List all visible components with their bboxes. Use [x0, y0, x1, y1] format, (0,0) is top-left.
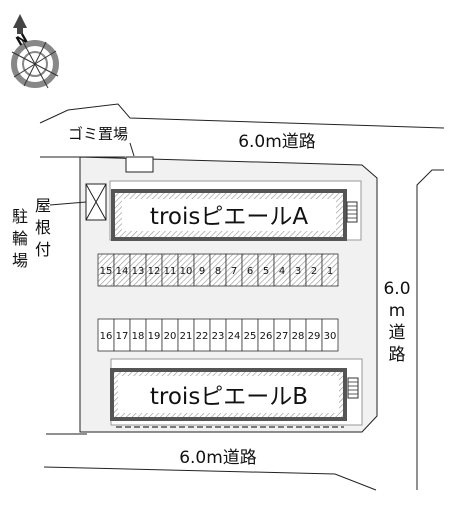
- parking-stall-number: 27: [276, 331, 289, 342]
- parking-stall-number: 4: [279, 266, 285, 277]
- parking-stall-number: 22: [196, 331, 209, 342]
- bike-parking-cross: [85, 183, 107, 221]
- compass-ring: [11, 40, 59, 88]
- parking-stall-number: 24: [228, 331, 241, 342]
- parking-stall-number: 15: [100, 266, 113, 277]
- bike-parking-label-char: 場: [12, 251, 28, 270]
- parking-stall-number: 11: [164, 266, 177, 277]
- parking-stall-number: 2: [311, 266, 317, 277]
- road-label-right-part: 道: [389, 323, 406, 343]
- road-line-right: [416, 169, 444, 490]
- bike-parking-label: 駐 輪 場 屋 根 付: [12, 196, 51, 270]
- parking-stall-number: 7: [231, 266, 237, 277]
- road-lines: [39, 103, 445, 491]
- building-b: troisピエールB: [110, 358, 363, 428]
- road-label-right-part: 路: [389, 345, 406, 365]
- parking-stall-number: 30: [324, 331, 337, 342]
- parking-stall-number: 29: [308, 331, 321, 342]
- road-label-right: 6.0 m 道 路: [383, 279, 410, 365]
- building-a: troisピエールA: [109, 180, 362, 241]
- stairs-a-outline: [346, 201, 358, 223]
- parking-stall-number: 9: [199, 266, 205, 277]
- stairs-a-icon: [346, 201, 358, 223]
- stairs-b-icon: [347, 377, 359, 399]
- building-a-label-bg: [122, 199, 336, 231]
- road-label-right-part: m: [389, 301, 406, 321]
- parking-stall-number: 16: [100, 331, 113, 342]
- road-label-right-part: 6.0: [383, 279, 410, 299]
- bike-parking-label-char: 駐: [12, 207, 28, 226]
- parking-stall-number: 1: [327, 266, 333, 277]
- building-b-label-bg: [118, 376, 339, 413]
- parking-stall-number: 26: [260, 331, 273, 342]
- garbage-leader-line: [129, 142, 135, 157]
- bike-parking-label-char: 根: [35, 218, 51, 237]
- garbage-label: ゴミ置場: [68, 125, 128, 143]
- parking-stall-number: 23: [212, 331, 225, 342]
- parking-stall-number: 21: [180, 331, 193, 342]
- building-b-name: troisピエールB: [150, 384, 308, 410]
- road-line-bottom-outer: [43, 466, 377, 491]
- parking-stall-number: 14: [116, 266, 129, 277]
- stairs-b-outline: [347, 377, 359, 399]
- compass-line: [21, 39, 49, 89]
- garbage-station: [125, 156, 154, 173]
- parking-stall-number: 28: [292, 331, 305, 342]
- bike-parking-label-char: 屋: [35, 196, 51, 215]
- parking-stall-number: 18: [132, 331, 145, 342]
- parking-stall: [321, 318, 339, 352]
- parking-stall-number: 10: [180, 266, 193, 277]
- parking-stall-number: 19: [148, 331, 161, 342]
- road-label-top: 6.0m道路: [238, 132, 316, 152]
- parking-stall-number: 3: [295, 266, 301, 277]
- parking-stall-number: 13: [132, 266, 145, 277]
- parking-stall-number: 5: [263, 266, 269, 277]
- parking-stall-number: 8: [215, 266, 221, 277]
- compass-inner-ring: [22, 51, 48, 77]
- building-a-name: troisピエールA: [150, 204, 308, 230]
- parking-stall-number: 20: [164, 331, 177, 342]
- north-arrow-icon: [13, 14, 27, 34]
- road-line-top-outer: [39, 103, 445, 129]
- bike-parking-label-char: 付: [35, 240, 51, 259]
- parking-stall-number: 17: [116, 331, 129, 342]
- parking-stall-number: 6: [247, 266, 253, 277]
- compass: N: [11, 14, 59, 89]
- bike-parking-label-char: 輪: [12, 229, 28, 248]
- parking-stall: [321, 253, 339, 287]
- road-label-bottom: 6.0m道路: [179, 448, 257, 468]
- parking-stall-number: 25: [244, 331, 257, 342]
- parking-stall-number: 12: [148, 266, 161, 277]
- bike-parking-leader-line: [49, 201, 87, 206]
